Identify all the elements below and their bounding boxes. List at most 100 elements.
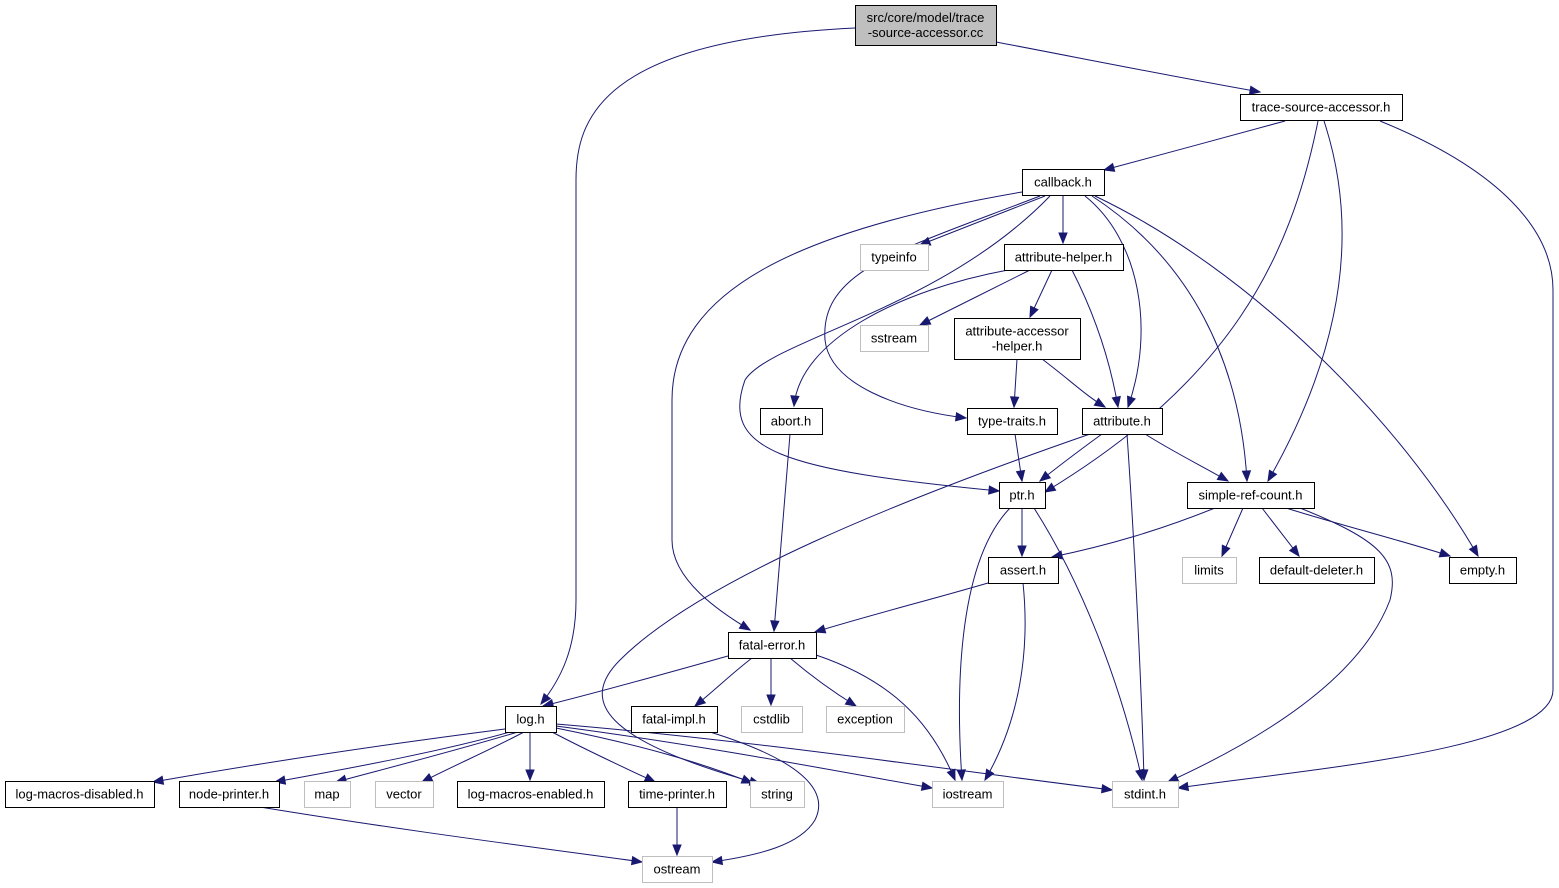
node-logdisabled[interactable]: log-macros-disabled.h	[5, 781, 155, 808]
node-label: attribute-accessor	[965, 324, 1069, 339]
edge-tsa-to-ptr	[1043, 120, 1319, 493]
node-timeprinter[interactable]: time-printer.h	[628, 781, 727, 808]
edge-ptr-to-iostream	[956, 507, 1011, 782]
arrowhead-icon	[525, 769, 535, 782]
node-label: typeinfo	[871, 250, 917, 265]
node-vector: vector	[375, 781, 434, 808]
node-box	[179, 781, 280, 808]
edge-line	[671, 191, 1023, 631]
edge-attrhelper-to-attraccessor	[1029, 269, 1053, 319]
edge-tsa-to-srefcount	[1267, 120, 1343, 483]
edge-line	[152, 728, 506, 783]
node-box	[1187, 482, 1315, 509]
node-assert[interactable]: assert.h	[988, 557, 1059, 584]
node-stdint: stdint.h	[1112, 781, 1179, 808]
edge-fatalerror-to-iostream	[815, 654, 956, 782]
node-typetraits[interactable]: type-traits.h	[967, 408, 1058, 435]
edge-assert-to-iostream	[984, 582, 1026, 782]
node-empty[interactable]: empty.h	[1449, 557, 1517, 584]
edge-attrhelper-to-attribute	[1071, 269, 1121, 409]
edge-line	[551, 731, 656, 783]
edge-log-to-timeprinter	[551, 731, 657, 783]
node-box	[999, 482, 1046, 509]
node-defdeleter[interactable]: default-deleter.h	[1259, 557, 1375, 584]
node-srefcount[interactable]: simple-ref-count.h	[1187, 482, 1315, 509]
node-tsa[interactable]: trace-source-accessor.h	[1240, 94, 1403, 121]
arrowhead-icon	[1100, 784, 1114, 794]
node-label: assert.h	[1000, 563, 1046, 578]
node-box	[954, 318, 1081, 360]
edge-callback-to-typeinfo	[918, 195, 1046, 246]
edge-root-to-tsa	[995, 41, 1262, 95]
edge-line	[789, 657, 857, 707]
edge-line	[773, 433, 791, 632]
node-attrhelper[interactable]: attribute-helper.h	[1004, 244, 1124, 271]
node-ostream: ostream	[642, 856, 713, 883]
arrowhead-icon	[1043, 482, 1057, 493]
edge-ptr-to-assert	[1017, 508, 1027, 558]
node-ptr[interactable]: ptr.h	[999, 482, 1046, 509]
node-abort[interactable]: abort.h	[760, 408, 823, 435]
node-nodeprinter[interactable]: node-printer.h	[179, 781, 280, 808]
node-box	[457, 781, 605, 808]
node-box	[1082, 408, 1163, 435]
node-label: node-printer.h	[189, 787, 269, 802]
node-box	[760, 408, 823, 435]
edge-callback-to-fatalerror	[671, 191, 1023, 631]
edge-line	[1084, 195, 1142, 408]
nodes-layer: src/core/model/trace-source-accessor.cc t…	[5, 5, 1517, 883]
arrowhead-icon	[710, 855, 724, 866]
edge-timeprinter-to-ostream	[672, 807, 682, 857]
edge-line	[1126, 433, 1145, 781]
arrowhead-icon	[1267, 469, 1278, 483]
node-root[interactable]: src/core/model/trace-source-accessor.cc	[855, 5, 997, 46]
node-attraccessor[interactable]: attribute-accessor-helper.h	[954, 318, 1081, 360]
node-label: src/core/model/trace	[867, 10, 985, 25]
edge-root-to-log	[540, 27, 856, 706]
arrowhead-icon	[738, 620, 752, 631]
node-box	[628, 781, 727, 808]
node-label: ptr.h	[1009, 488, 1034, 503]
node-log[interactable]: log.h	[505, 706, 557, 733]
node-label: sstream	[871, 331, 917, 346]
node-fatalimpl[interactable]: fatal-impl.h	[631, 706, 718, 733]
edge-log-to-logenabled	[525, 732, 535, 782]
edge-line	[709, 731, 820, 863]
arrowhead-icon	[844, 696, 858, 707]
edge-line	[421, 731, 525, 783]
edge-callback-to-srefcount	[1091, 195, 1252, 483]
edge-line	[1177, 120, 1554, 789]
arrowhead-icon	[693, 695, 707, 707]
node-logenabled[interactable]: log-macros-enabled.h	[457, 781, 605, 808]
node-limits: limits	[1182, 557, 1237, 584]
edge-line	[1051, 507, 1216, 558]
arrowhead-icon	[1438, 548, 1452, 558]
edge-fatalerror-to-fatalimpl	[693, 657, 753, 707]
edge-line	[919, 269, 1031, 326]
arrowhead-icon	[1221, 544, 1231, 558]
node-fatalerror[interactable]: fatal-error.h	[728, 632, 817, 659]
arrowhead-icon	[790, 395, 800, 408]
edge-attrhelper-to-abort	[790, 269, 1009, 408]
edge-line	[995, 41, 1261, 93]
edge-line	[1041, 358, 1106, 408]
edge-attribute-to-stdint	[1126, 433, 1149, 782]
node-cstdlib: cstdlib	[741, 706, 803, 733]
node-label: log-macros-disabled.h	[16, 787, 144, 802]
edge-line	[694, 657, 753, 707]
arrowhead-icon	[1288, 544, 1300, 558]
node-callback[interactable]: callback.h	[1022, 169, 1105, 196]
node-box	[860, 325, 929, 352]
node-label: attribute-helper.h	[1015, 250, 1113, 265]
edge-line	[555, 727, 753, 784]
edge-line	[1033, 507, 1143, 781]
node-box	[932, 781, 1004, 808]
node-typeinfo: typeinfo	[860, 244, 929, 271]
node-attribute[interactable]: attribute.h	[1082, 408, 1163, 435]
edge-assert-to-fatalerror	[813, 582, 989, 634]
edge-line	[540, 27, 856, 705]
edge-srefcount-to-limits	[1221, 507, 1244, 558]
edge-line	[542, 655, 729, 707]
edge-line	[739, 195, 1051, 492]
edge-fatalimpl-to-ostream	[709, 731, 820, 866]
